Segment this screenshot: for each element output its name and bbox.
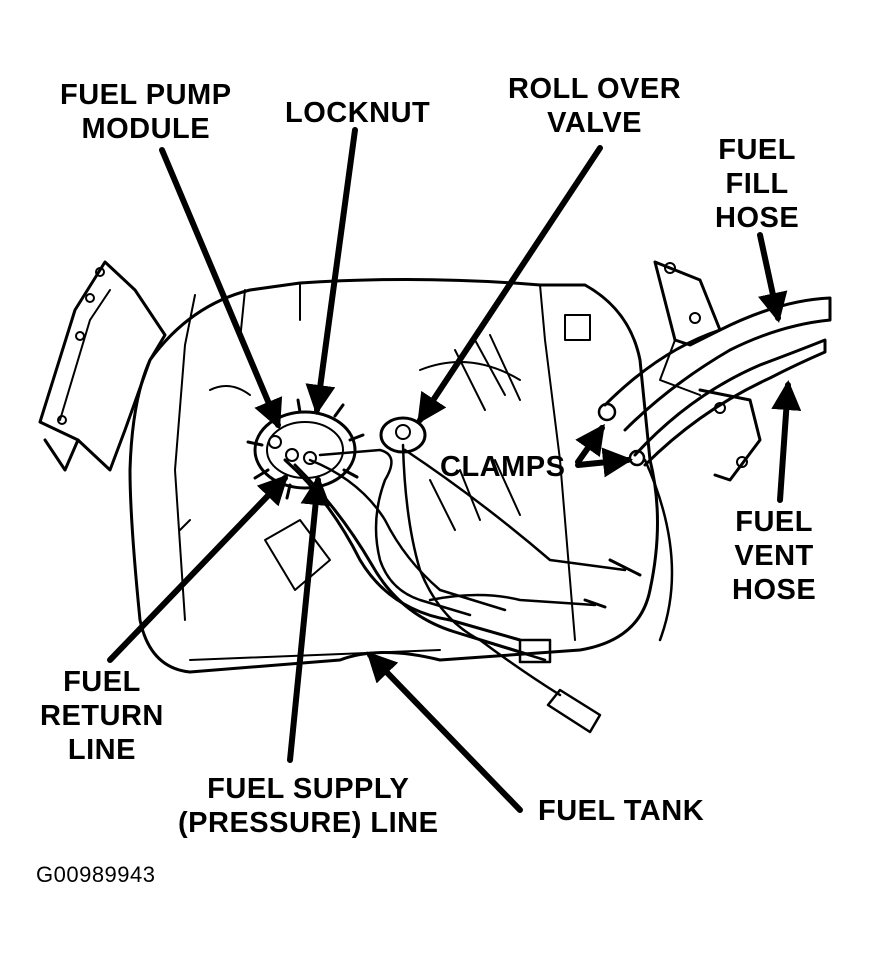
label-fuel-fill-hose: FUEL FILL HOSE bbox=[715, 134, 800, 234]
arrow-fuel-return-line bbox=[107, 474, 289, 663]
label-locknut: LOCKNUT bbox=[285, 97, 431, 129]
arrow-fuel-supply-line bbox=[287, 475, 331, 763]
vent-hose bbox=[633, 338, 827, 467]
arrow-locknut bbox=[305, 127, 358, 415]
tank-body bbox=[128, 277, 659, 674]
left-bracket bbox=[38, 260, 167, 472]
arrow-clamps-lower bbox=[575, 447, 633, 478]
right-bracket bbox=[653, 260, 722, 347]
arrow-fuel-pump-module bbox=[159, 147, 283, 430]
label-fuel-vent-hose: FUEL VENT HOSE bbox=[732, 506, 817, 606]
arrow-fuel-fill-hose bbox=[757, 232, 788, 323]
arrow-fuel-vent-hose bbox=[771, 380, 802, 503]
label-fuel-return-line: FUEL RETURN LINE bbox=[40, 666, 164, 766]
arrow-roll-over-valve bbox=[417, 145, 603, 425]
label-fuel-tank: FUEL TANK bbox=[538, 795, 705, 827]
label-roll-over-valve: ROLL OVER VALVE bbox=[508, 73, 682, 139]
label-fuel-supply-line: FUEL SUPPLY (PRESSURE) LINE bbox=[178, 773, 439, 839]
label-clamps: CLAMPS bbox=[440, 451, 566, 483]
figure-code: G00989943 bbox=[36, 862, 156, 887]
arrow-clamps-upper bbox=[575, 423, 605, 465]
fill-hose bbox=[603, 296, 832, 432]
arrow-fuel-tank bbox=[366, 651, 523, 813]
label-fuel-pump-module: FUEL PUMP MODULE bbox=[60, 79, 232, 145]
